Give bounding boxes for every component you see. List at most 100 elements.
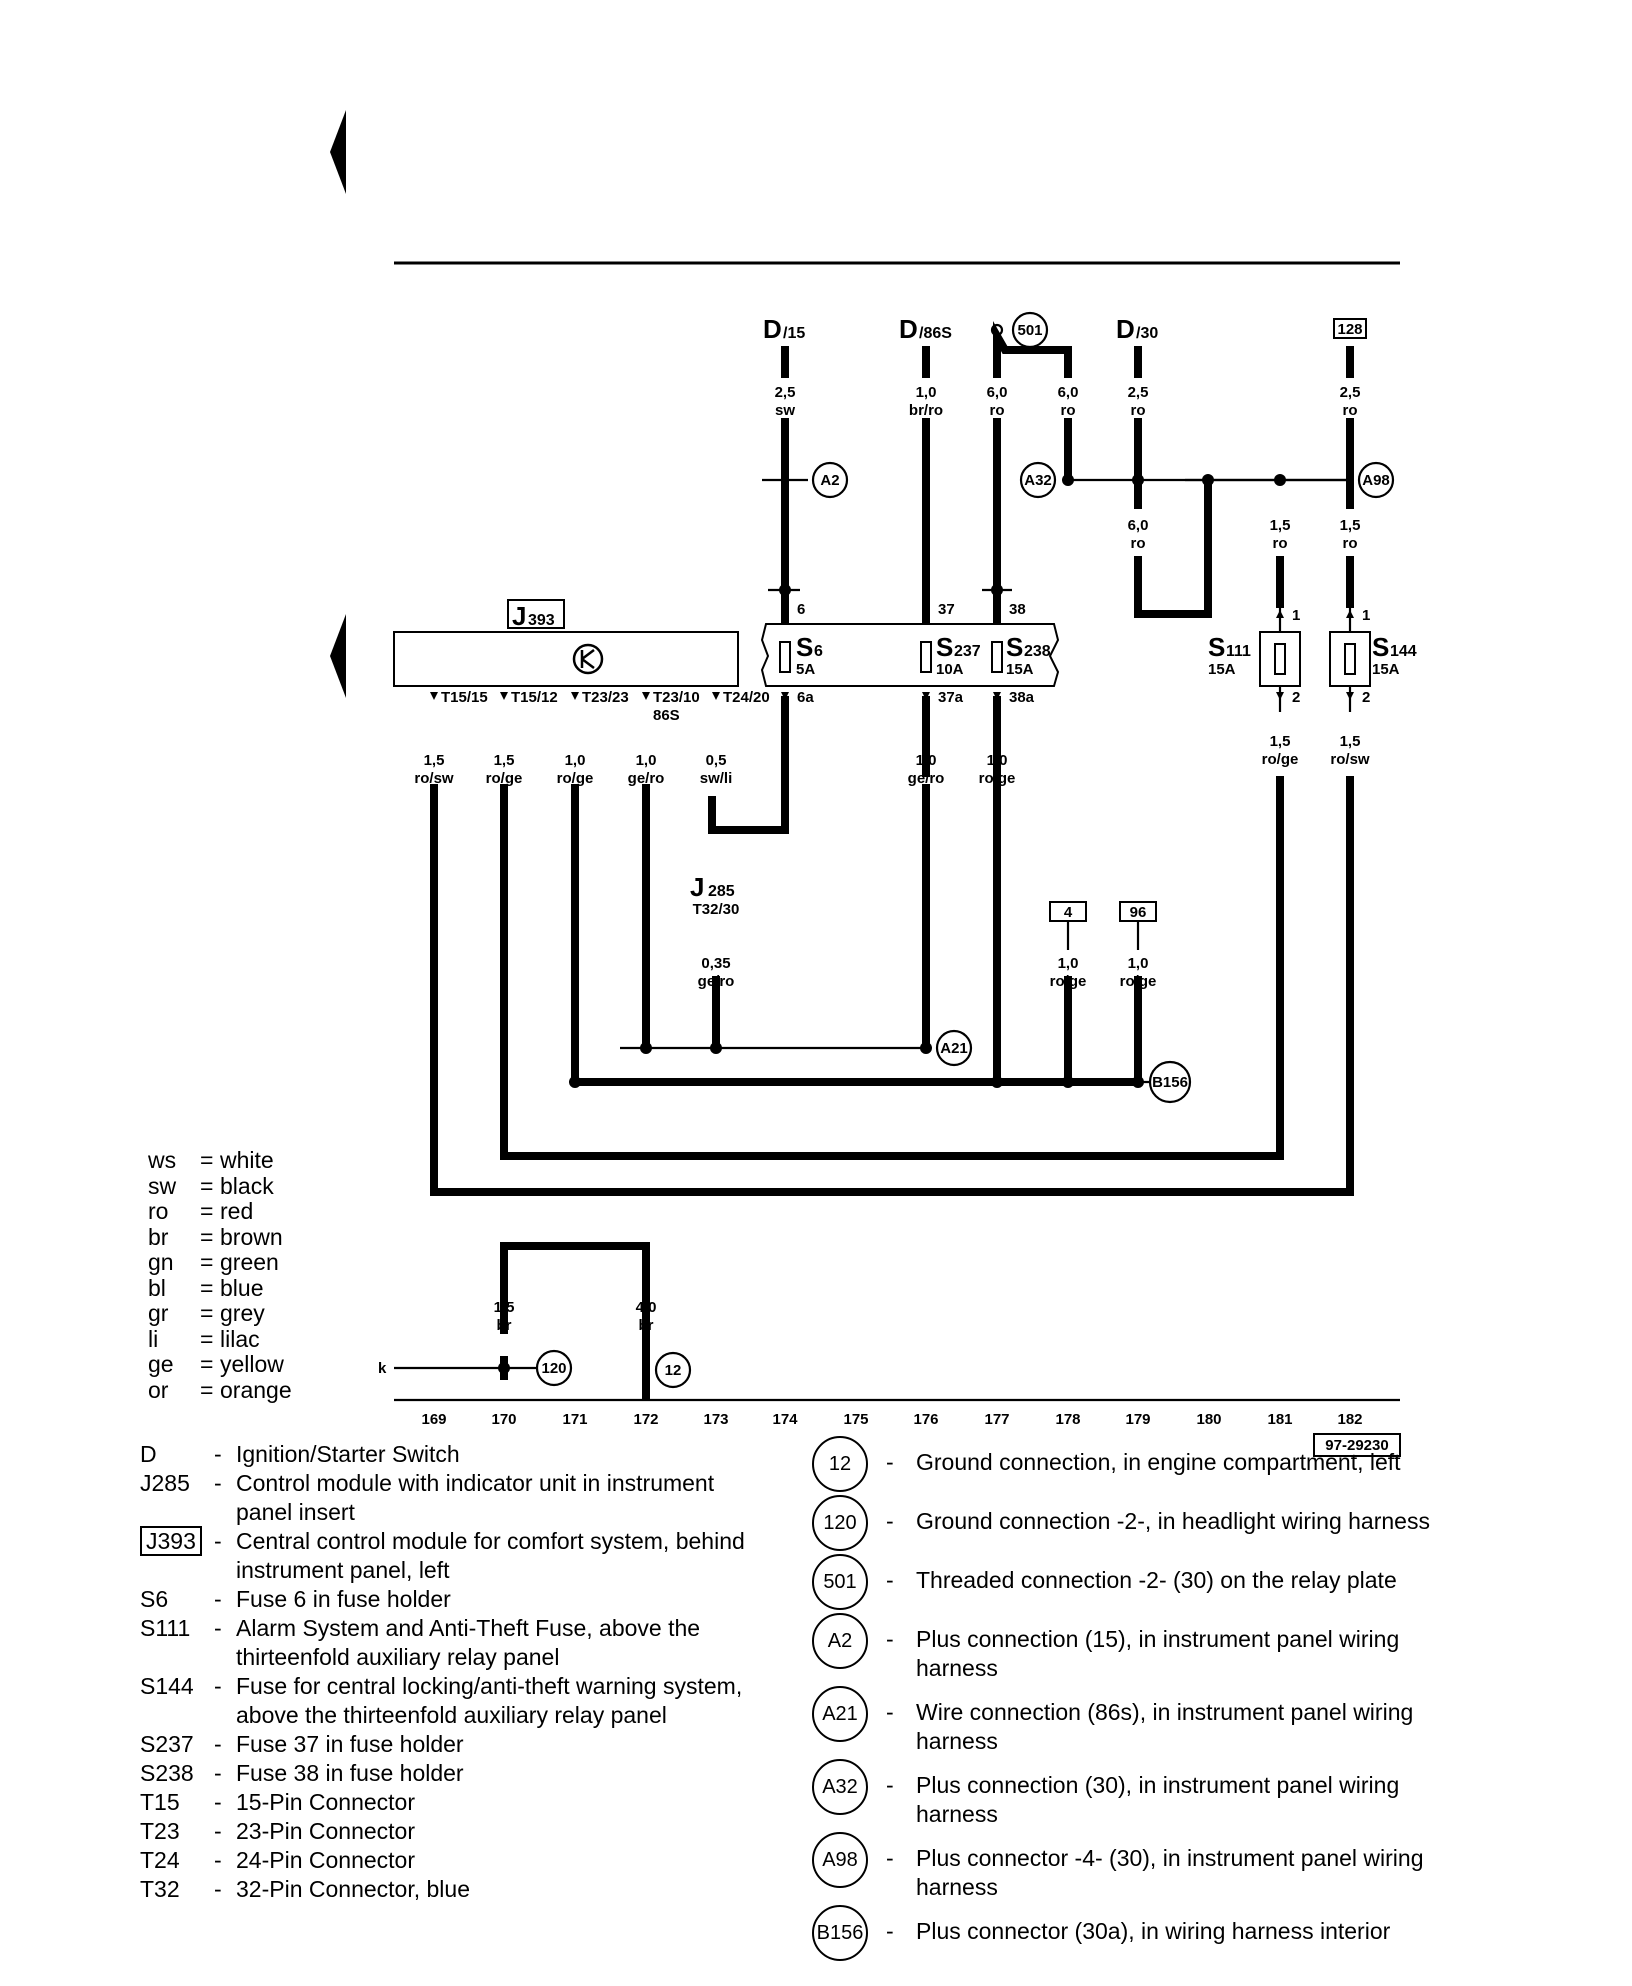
connection-symbol: A21	[812, 1686, 868, 1742]
connection-symbol: A2	[812, 1613, 868, 1669]
connector-A21: A21	[935, 1029, 973, 1067]
svg-text:182: 182	[1337, 1411, 1362, 1428]
svg-text:6,0: 6,0	[1128, 517, 1149, 534]
svg-text:1,0: 1,0	[916, 384, 937, 401]
svg-text:1,0: 1,0	[565, 752, 586, 769]
svg-text:169: 169	[421, 1411, 446, 1428]
component-item: J393-Central control module for comfort …	[140, 1526, 780, 1585]
svg-text:T24/20: T24/20	[723, 689, 770, 706]
svg-text:171: 171	[562, 1411, 587, 1428]
svg-text:501: 501	[1017, 322, 1042, 339]
pin-labels: 6 37 38 1 1 2 2 6a 37a 38a T15/15 T15/12…	[378, 601, 1370, 1377]
svg-text:1,0: 1,0	[636, 752, 657, 769]
svg-text:A32: A32	[1024, 472, 1052, 489]
svg-text:86S: 86S	[653, 707, 680, 724]
components-list: D-Ignition/Starter Switch J285-Control m…	[140, 1440, 780, 1904]
connection-item: A21-Wire connection (86s), in instrument…	[812, 1686, 1512, 1756]
svg-text:393: 393	[528, 612, 555, 629]
svg-text:37: 37	[938, 601, 955, 618]
svg-text:111: 111	[1226, 643, 1251, 660]
svg-text:br: br	[497, 1317, 512, 1334]
connection-symbol: 12	[812, 1436, 868, 1492]
svg-text:2,5: 2,5	[775, 384, 796, 401]
svg-text:4,0: 4,0	[636, 1299, 657, 1316]
svg-text:128: 128	[1337, 321, 1362, 338]
svg-text:96: 96	[1130, 904, 1147, 921]
svg-text:ro: ro	[1131, 402, 1146, 419]
svg-text:1,0: 1,0	[916, 752, 937, 769]
svg-text:10A: 10A	[936, 661, 964, 678]
connection-item: 120-Ground connection -2-, in headlight …	[812, 1495, 1512, 1551]
svg-text:ro/sw: ro/sw	[1330, 751, 1370, 768]
legend-row: ws=white	[148, 1147, 274, 1173]
connection-item: A98-Plus connector -4- (30), in instrume…	[812, 1832, 1512, 1902]
svg-text:0,35: 0,35	[701, 955, 730, 972]
component-item: J285-Control module with indicator unit …	[140, 1470, 715, 1525]
svg-text:0,5: 0,5	[706, 752, 727, 769]
svg-text:1,5: 1,5	[494, 752, 515, 769]
svg-text:120: 120	[541, 1360, 566, 1377]
svg-text:T23/10: T23/10	[653, 689, 700, 706]
svg-text:6: 6	[797, 601, 805, 618]
svg-text:37a: 37a	[938, 689, 964, 706]
svg-text:6,0: 6,0	[987, 384, 1008, 401]
svg-text:D: D	[763, 314, 782, 344]
svg-text:172: 172	[633, 1411, 658, 1428]
prev-page-arrow-icon[interactable]	[330, 110, 346, 194]
svg-text:2: 2	[1362, 689, 1370, 706]
component-item: S237-Fuse 37 in fuse holder	[140, 1731, 464, 1757]
svg-text:/15: /15	[783, 325, 805, 342]
svg-text:2,5: 2,5	[1128, 384, 1149, 401]
svg-text:ro/ge: ro/ge	[486, 770, 523, 787]
svg-text:38: 38	[1009, 601, 1026, 618]
legend-row: or=orange	[148, 1376, 292, 1403]
legend-row: ro=red	[148, 1198, 254, 1224]
svg-text:238: 238	[1024, 643, 1051, 660]
legend-row: sw=black	[148, 1172, 274, 1199]
svg-text:J: J	[512, 601, 526, 631]
svg-text:177: 177	[984, 1411, 1009, 1428]
svg-text:S: S	[796, 632, 813, 662]
svg-text:S: S	[1006, 632, 1023, 662]
wire-labels: 2,5 sw 1,0 br/ro 6,0 ro 6,0 ro 2,5 ro 2,…	[414, 384, 1370, 1334]
legend-row: gr=grey	[148, 1300, 265, 1326]
component-item: T15-15-Pin Connector	[140, 1789, 415, 1815]
svg-text:1,0: 1,0	[987, 752, 1008, 769]
prev-section-arrow-icon[interactable]	[330, 614, 346, 698]
svg-text:ge/ro: ge/ro	[698, 973, 735, 990]
svg-text:ro: ro	[1343, 535, 1358, 552]
svg-text:1,5: 1,5	[494, 1299, 515, 1316]
svg-text:ge/ro: ge/ro	[908, 770, 945, 787]
connection-symbol: A98	[812, 1832, 868, 1888]
fuse-s144	[1329, 604, 1371, 712]
svg-text:ro: ro	[1343, 402, 1358, 419]
connection-symbol: 120	[812, 1495, 868, 1551]
svg-text:174: 174	[772, 1411, 798, 1428]
svg-text:k: k	[378, 1360, 387, 1377]
component-item: T23-23-Pin Connector	[140, 1818, 415, 1844]
svg-text:5A: 5A	[796, 661, 815, 678]
connector-A98: A98	[1357, 461, 1395, 499]
svg-text:A2: A2	[820, 472, 839, 489]
svg-text:1,5: 1,5	[424, 752, 445, 769]
svg-text:237: 237	[954, 643, 981, 660]
terminal-box-96: 96	[1119, 901, 1157, 950]
source-d86s: D /86S	[899, 314, 952, 344]
connector-B156: B156	[1148, 1060, 1192, 1104]
svg-text:ro/ge: ro/ge	[1050, 973, 1087, 990]
svg-text:S: S	[1208, 632, 1225, 662]
color-legend: ws=white sw=black ro=red br=brown gn=gre…	[148, 1147, 292, 1403]
svg-text:T15/15: T15/15	[441, 689, 488, 706]
source-box-128: 128	[1333, 318, 1367, 339]
terminal-box-4: 4	[1049, 901, 1087, 950]
svg-text:ro: ro	[990, 402, 1005, 419]
svg-text:15A: 15A	[1006, 661, 1034, 678]
svg-text:1: 1	[1292, 607, 1300, 624]
connector-501: 501	[1011, 311, 1049, 349]
svg-text:ro/ge: ro/ge	[1120, 973, 1157, 990]
svg-text:/30: /30	[1136, 325, 1158, 342]
connection-symbol: B156	[812, 1905, 868, 1961]
component-item: D-Ignition/Starter Switch	[140, 1441, 460, 1467]
svg-text:ro: ro	[1273, 535, 1288, 552]
